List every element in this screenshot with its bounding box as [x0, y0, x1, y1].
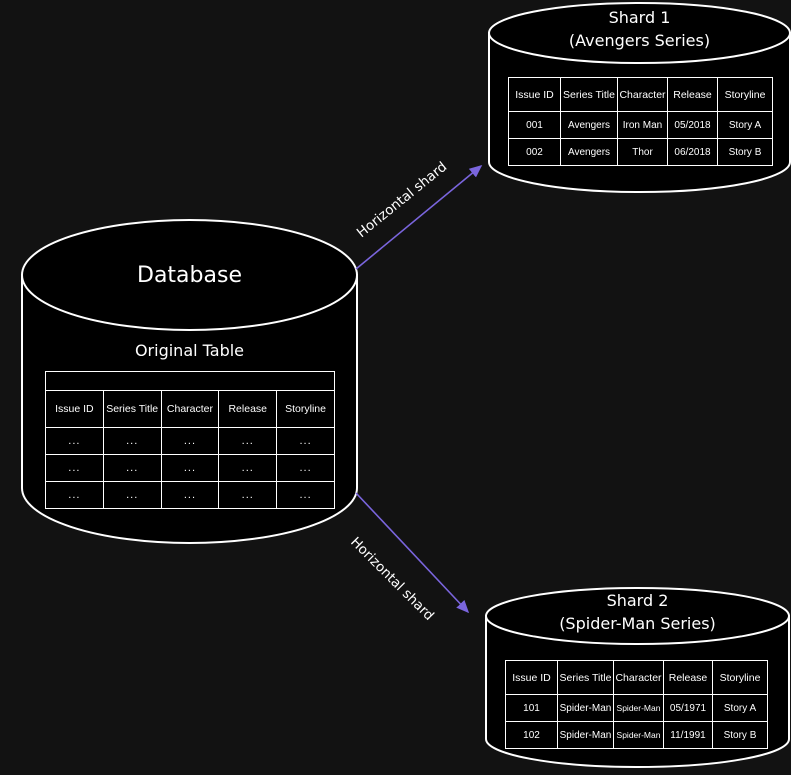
cell: ...	[45, 454, 104, 482]
cell: ...	[276, 454, 335, 482]
header-cell: Release	[663, 660, 713, 695]
cell: ...	[102, 481, 162, 509]
table-row: 001 Avengers Iron Man 05/2018 Story A	[508, 111, 773, 139]
cell: ...	[218, 427, 278, 455]
header-cell: Series Title	[560, 77, 618, 112]
table-header-row: Issue ID Series Title Character Release …	[508, 77, 773, 112]
arrow-database-to-shard1	[355, 164, 483, 270]
table-row: 102 Spider-Man Spider-Man 11/1991 Story …	[505, 721, 768, 749]
cell: ...	[160, 481, 220, 509]
cell: Avengers	[560, 138, 618, 166]
header-cell: Issue ID	[45, 390, 104, 428]
shard2-table: Issue ID Series Title Character Release …	[505, 660, 768, 749]
shard2-subtitle: (Spider-Man Series)	[559, 614, 716, 633]
cell: Iron Man	[617, 111, 668, 139]
header-cell: Release	[218, 390, 278, 428]
cell: ...	[276, 481, 335, 509]
shard2-title: Shard 2	[606, 591, 669, 610]
cell: ...	[160, 454, 220, 482]
cell: ...	[276, 427, 335, 455]
table-row: ... ... ... ... ...	[45, 481, 335, 509]
header-cell: Storyline	[717, 77, 773, 112]
shard1-table: Issue ID Series Title Character Release …	[508, 77, 773, 166]
database-cylinder-top	[21, 219, 358, 331]
cell: 05/2018	[667, 111, 718, 139]
header-cell: Character	[613, 660, 664, 695]
cell: Spider-Man	[557, 721, 614, 749]
arrow-database-to-shard2	[355, 492, 470, 614]
cell: 101	[505, 694, 558, 722]
database-table-title: Original Table	[134, 341, 245, 360]
table-row: ... ... ... ... ...	[45, 427, 335, 455]
cell: ...	[45, 481, 104, 509]
shard2-title-block: Shard 2 (Spider-Man Series)	[486, 589, 789, 635]
cell: 11/1991	[663, 721, 713, 749]
cell: Story B	[712, 721, 768, 749]
shard1-cylinder-top	[488, 2, 791, 64]
cell: 002	[508, 138, 561, 166]
table-header-row: Issue ID Series Title Character Release …	[505, 660, 768, 695]
cell: Spider-Man	[613, 694, 664, 722]
cell: 001	[508, 111, 561, 139]
cell: Thor	[617, 138, 668, 166]
database-title: Database	[137, 263, 242, 288]
cell: ...	[218, 481, 278, 509]
cell: 05/1971	[663, 694, 713, 722]
table-header-row: Issue ID Series Title Character Release …	[45, 390, 335, 428]
cell: ...	[45, 427, 104, 455]
shard1-subtitle: (Avengers Series)	[568, 31, 711, 50]
cell: Story A	[717, 111, 773, 139]
table-title-band	[45, 371, 335, 391]
header-cell: Series Title	[557, 660, 614, 695]
header-cell: Storyline	[712, 660, 768, 695]
header-cell: Series Title	[102, 390, 162, 428]
header-cell: Issue ID	[505, 660, 558, 695]
shard1-title: Shard 1	[608, 8, 671, 27]
cell: 06/2018	[667, 138, 718, 166]
header-cell: Character	[617, 77, 668, 112]
cell: Story A	[712, 694, 768, 722]
cell: Avengers	[560, 111, 618, 139]
cell: ...	[160, 427, 220, 455]
table-row: ... ... ... ... ...	[45, 454, 335, 482]
cell: Story B	[717, 138, 773, 166]
cell: 102	[505, 721, 558, 749]
header-cell: Release	[667, 77, 718, 112]
table-row: 101 Spider-Man Spider-Man 05/1971 Story …	[505, 694, 768, 722]
cell: ...	[102, 427, 162, 455]
table-row: 002 Avengers Thor 06/2018 Story B	[508, 138, 773, 166]
shard1-title-block: Shard 1 (Avengers Series)	[489, 6, 790, 52]
header-cell: Storyline	[276, 390, 335, 428]
header-cell: Issue ID	[508, 77, 561, 112]
cell: ...	[102, 454, 162, 482]
table-title-band-cell	[45, 371, 335, 391]
cell: ...	[218, 454, 278, 482]
cell: Spider-Man	[557, 694, 614, 722]
shard2-cylinder-top	[485, 587, 790, 645]
header-cell: Character	[160, 390, 220, 428]
cell: Spider-Man	[613, 721, 664, 749]
database-table: Issue ID Series Title Character Release …	[45, 371, 335, 509]
